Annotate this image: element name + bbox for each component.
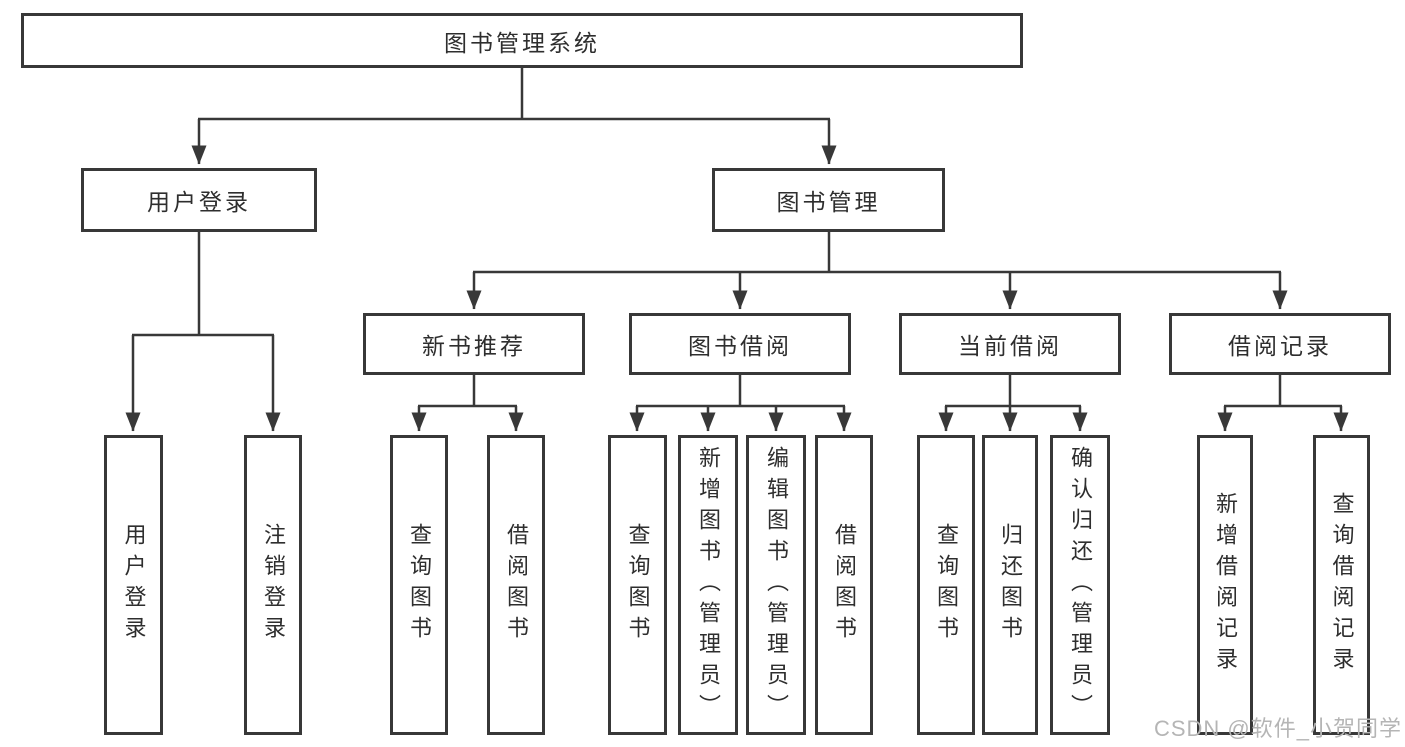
node-new-book-recommend-label: 新书推荐 [422,333,526,359]
leaf-add-book-admin-label: 新增图书（管理员） [696,445,721,725]
node-borrow-records-label: 借阅记录 [1228,333,1332,359]
leaf-query-books-borrow: 查询图书 [608,435,667,735]
watermark-text: CSDN @软件_小贺同学 [1153,716,1402,741]
node-new-book-recommend: 新书推荐 [363,313,585,375]
leaf-borrow-books-recommend-label: 借阅图书 [504,523,529,647]
node-book-borrow: 图书借阅 [629,313,851,375]
node-root-label: 图书管理系统 [444,29,600,56]
leaf-query-books-borrow-label: 查询图书 [625,523,651,647]
node-book-management-label: 图书管理 [776,189,881,215]
leaf-borrow-books: 借阅图书 [815,435,873,735]
leaf-edit-book-admin: 编辑图书（管理员） [746,435,806,735]
node-user-login: 用户登录 [81,168,317,232]
node-book-management: 图书管理 [712,168,945,232]
leaf-borrow-books-label: 借阅图书 [832,523,857,647]
node-root: 图书管理系统 [21,13,1023,68]
leaf-add-book-admin: 新增图书（管理员） [678,435,738,735]
leaf-user-login-label: 用户登录 [121,523,147,647]
leaf-query-borrow-record: 查询借阅记录 [1313,435,1370,735]
leaf-query-books-current-label: 查询图书 [934,523,959,647]
leaf-return-books: 归还图书 [982,435,1038,735]
leaf-query-borrow-record-label: 查询借阅记录 [1329,492,1355,678]
leaf-query-books-recommend: 查询图书 [390,435,448,735]
node-user-login-label: 用户登录 [147,189,251,215]
node-book-borrow-label: 图书借阅 [688,333,792,359]
leaf-add-borrow-record-label: 新增借阅记录 [1213,492,1238,678]
leaf-confirm-return-admin-label: 确认归还（管理员） [1068,445,1093,725]
node-current-borrow: 当前借阅 [899,313,1121,375]
leaf-edit-book-admin-label: 编辑图书（管理员） [764,445,789,725]
node-current-borrow-label: 当前借阅 [958,333,1062,359]
leaf-query-books-current: 查询图书 [917,435,975,735]
leaf-add-borrow-record: 新增借阅记录 [1197,435,1253,735]
node-borrow-records: 借阅记录 [1169,313,1391,375]
leaf-logout-label: 注销登录 [261,523,286,647]
leaf-confirm-return-admin: 确认归还（管理员） [1050,435,1110,735]
leaf-return-books-label: 归还图书 [998,523,1023,647]
leaf-query-books-recommend-label: 查询图书 [407,523,432,647]
leaf-borrow-books-recommend: 借阅图书 [487,435,545,735]
leaf-logout: 注销登录 [244,435,302,735]
leaf-user-login: 用户登录 [104,435,163,735]
